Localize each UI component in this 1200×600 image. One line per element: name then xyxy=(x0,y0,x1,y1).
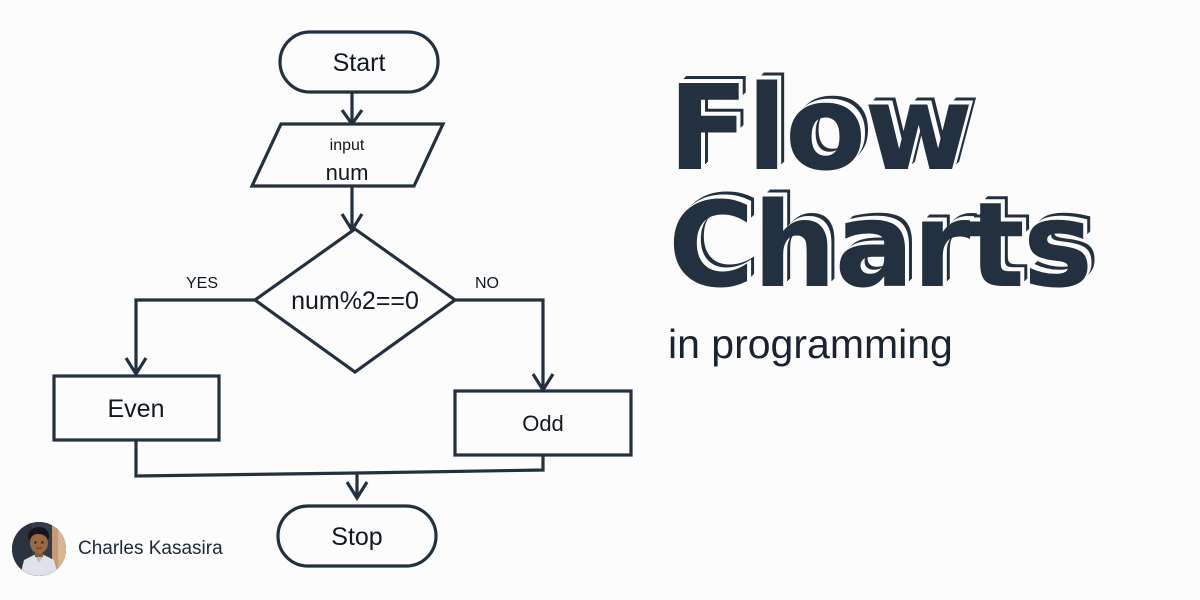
flowchart-svg: Start input num num%2==0 YES NO xyxy=(52,30,633,568)
author-byline: Charles Kasasira xyxy=(12,522,223,576)
node-input-label-line1: input xyxy=(330,137,365,154)
edge-decision-to-odd xyxy=(455,298,545,388)
edge-decision-to-even xyxy=(134,298,255,372)
author-name: Charles Kasasira xyxy=(78,538,223,559)
node-decision-shape[interactable] xyxy=(252,227,458,374)
title-block: Flow Charts in programming xyxy=(668,59,1188,368)
edge-even-to-stop xyxy=(134,440,358,478)
node-input-label-line2: num xyxy=(326,160,369,185)
node-start-label: Start xyxy=(333,49,386,77)
edge-label-no: NO xyxy=(475,275,499,292)
node-start-shape[interactable] xyxy=(278,30,440,94)
flowchart-diagram: Start input num num%2==0 YES NO xyxy=(52,30,633,568)
edge-odd-to-stop xyxy=(356,455,545,475)
avatar xyxy=(12,522,66,576)
node-odd-label: Odd xyxy=(522,411,564,436)
title-line-charts: Charts xyxy=(668,175,1093,314)
node-odd-shape[interactable] xyxy=(453,389,633,457)
subtitle: in programming xyxy=(668,321,953,368)
node-stop-label: Stop xyxy=(331,523,382,551)
node-even-label: Even xyxy=(108,395,165,423)
node-even-shape[interactable] xyxy=(52,374,221,442)
node-decision-label: num%2==0 xyxy=(291,287,419,315)
avatar-photo xyxy=(12,522,66,576)
node-stop-shape[interactable] xyxy=(276,504,438,568)
title-line-flow: Flow xyxy=(668,59,973,197)
arrowhead-merge-to-stop xyxy=(345,481,369,502)
arrowhead-decision-to-even xyxy=(124,357,148,378)
edge-label-yes: YES xyxy=(186,275,218,292)
node-input-shape[interactable] xyxy=(249,122,446,188)
